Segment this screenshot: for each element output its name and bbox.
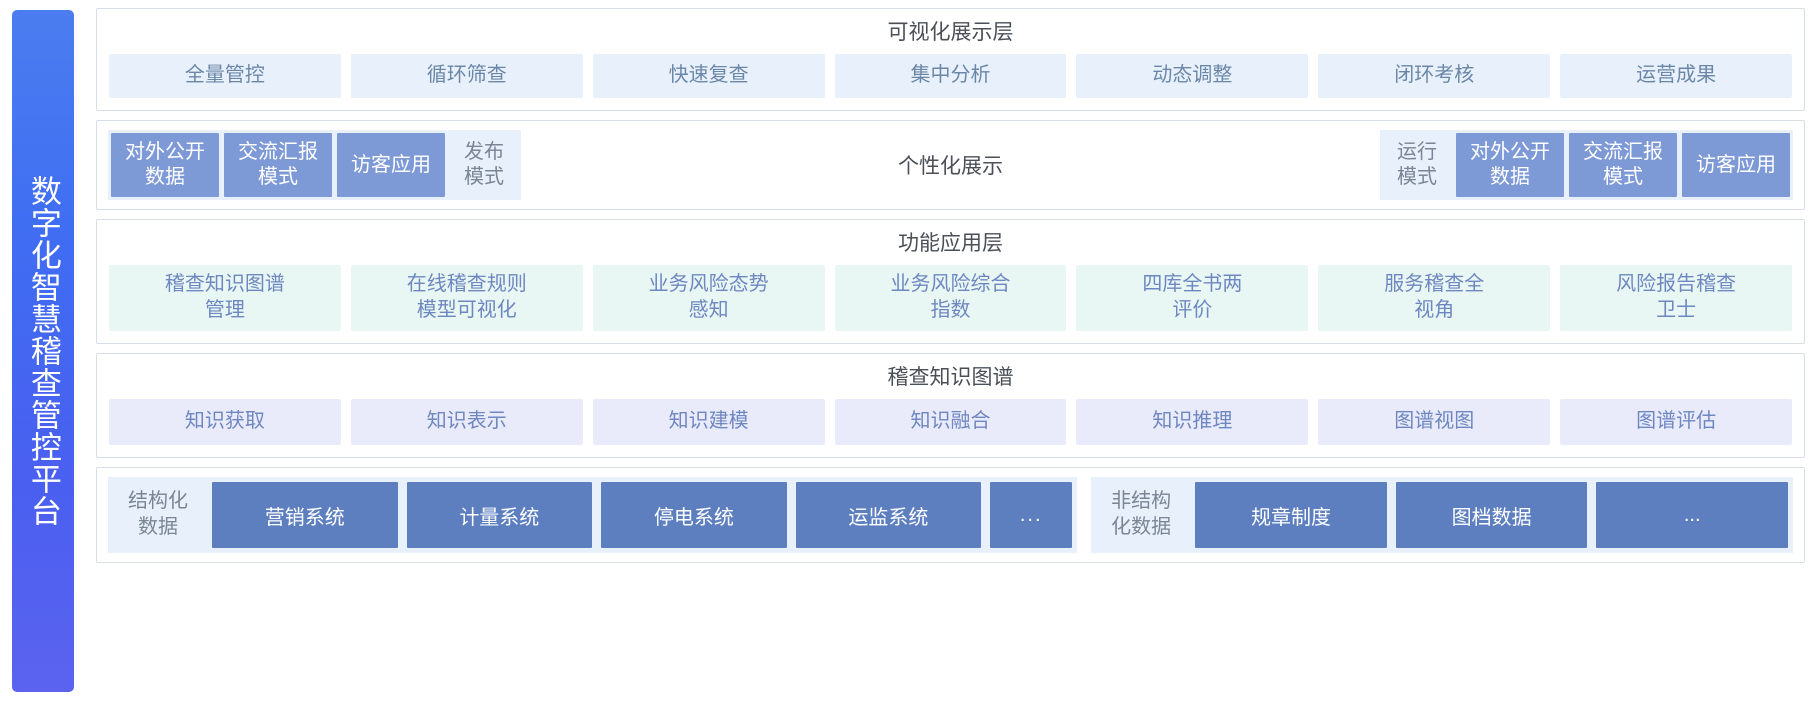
band-function-items: 稽查知识图谱管理 在线稽查规则模型可视化 业务风险态势感知 业务风险综合指数 四…	[97, 265, 1804, 343]
function-item[interactable]: 风险报告稽查卫士	[1560, 265, 1793, 331]
unstructured-data-label: 非结构化数据	[1111, 490, 1172, 538]
vis-item[interactable]: 集中分析	[834, 54, 1067, 98]
band-data-sources: 结构化数据 营销系统 计量系统 停电系统 运监系统 ... 非结构化数据 规章制…	[96, 467, 1805, 563]
function-item[interactable]: 四库全书两评价	[1076, 265, 1309, 331]
band-visualization-title: 可视化展示层	[887, 21, 1014, 44]
mode-chip[interactable]: 交流汇报模式	[1569, 133, 1677, 197]
structured-data-item[interactable]: 运监系统	[795, 482, 982, 548]
data-sources-row: 结构化数据 营销系统 计量系统 停电系统 运监系统 ... 非结构化数据 规章制…	[108, 477, 1793, 553]
vis-item[interactable]: 全量管控	[109, 54, 341, 98]
vis-item[interactable]: 快速复查	[592, 54, 825, 98]
vis-item[interactable]: 循环筛查	[350, 54, 583, 98]
unstructured-data-item[interactable]: 图档数据	[1395, 482, 1588, 548]
band-modes: 对外公开数据 交流汇报模式 访客应用 发布模式 个性化展示 运行模式 对外公开数…	[96, 120, 1805, 210]
kg-item[interactable]: 知识获取	[109, 399, 341, 445]
band-knowledge-graph-items: 知识获取 知识表示 知识建模 知识融合 知识推理 图谱视图 图谱评估	[97, 399, 1804, 457]
platform-title: 数字化智慧稽查管控平台	[25, 175, 61, 527]
mode-chip[interactable]: 运行模式	[1397, 141, 1437, 188]
mode-chip[interactable]: 交流汇报模式	[224, 133, 332, 197]
band-visualization-layer: 可视化展示层 全量管控 循环筛查 快速复查 集中分析 动态调整 闭环考核 运营成…	[96, 8, 1805, 111]
kg-item[interactable]: 知识表示	[350, 399, 583, 445]
vis-item[interactable]: 运营成果	[1560, 54, 1793, 98]
mode-chip[interactable]: 发布模式	[464, 141, 504, 188]
modes-group-right: 运行模式 对外公开数据 交流汇报模式 访客应用	[1380, 130, 1793, 200]
structured-data-group: 结构化数据 营销系统 计量系统 停电系统 运监系统 ...	[108, 477, 1078, 553]
band-visualization-items: 全量管控 循环筛查 快速复查 集中分析 动态调整 闭环考核 运营成果	[97, 54, 1804, 110]
layer-stack: 可视化展示层 全量管控 循环筛查 快速复查 集中分析 动态调整 闭环考核 运营成…	[96, 8, 1805, 700]
platform-sidebar: 数字化智慧稽查管控平台	[12, 10, 74, 692]
kg-item[interactable]: 知识融合	[834, 399, 1067, 445]
function-item[interactable]: 业务风险综合指数	[834, 265, 1067, 331]
modes-center-label: 个性化展示	[521, 130, 1380, 200]
mode-chip[interactable]: 对外公开数据	[1456, 133, 1564, 197]
band-function-layer: 功能应用层 稽查知识图谱管理 在线稽查规则模型可视化 业务风险态势感知 业务风险…	[96, 219, 1805, 344]
mode-chip[interactable]: 访客应用	[337, 133, 445, 197]
kg-item[interactable]: 图谱视图	[1318, 399, 1551, 445]
mode-chip[interactable]: 访客应用	[1682, 133, 1790, 197]
structured-data-item[interactable]: 计量系统	[406, 482, 593, 548]
modes-group-left: 对外公开数据 交流汇报模式 访客应用 发布模式	[108, 130, 521, 200]
function-item[interactable]: 稽查知识图谱管理	[109, 265, 341, 331]
structured-data-item[interactable]: 停电系统	[601, 482, 787, 548]
structured-data-item[interactable]: 营销系统	[212, 482, 398, 548]
band-knowledge-graph-title: 稽查知识图谱	[887, 366, 1014, 389]
band-knowledge-graph: 稽查知识图谱 知识获取 知识表示 知识建模 知识融合 知识推理 图谱视图 图谱评…	[96, 353, 1805, 458]
structured-data-more[interactable]: ...	[990, 482, 1073, 548]
function-item[interactable]: 在线稽查规则模型可视化	[350, 265, 583, 331]
unstructured-data-group: 非结构化数据 规章制度 图档数据 ...	[1091, 477, 1793, 553]
band-function-title: 功能应用层	[898, 232, 1003, 255]
vis-item[interactable]: 动态调整	[1076, 54, 1309, 98]
function-item[interactable]: 服务稽查全视角	[1318, 265, 1551, 331]
kg-item[interactable]: 知识建模	[592, 399, 825, 445]
kg-item[interactable]: 图谱评估	[1560, 399, 1793, 445]
unstructured-data-item[interactable]: 规章制度	[1195, 482, 1387, 548]
mode-chip[interactable]: 对外公开数据	[111, 133, 219, 197]
vis-item[interactable]: 闭环考核	[1318, 54, 1551, 98]
structured-data-label: 结构化数据	[128, 490, 188, 538]
function-item[interactable]: 业务风险态势感知	[592, 265, 825, 331]
kg-item[interactable]: 知识推理	[1076, 399, 1309, 445]
modes-row: 对外公开数据 交流汇报模式 访客应用 发布模式 个性化展示 运行模式 对外公开数…	[108, 130, 1793, 200]
unstructured-data-more[interactable]: ...	[1596, 482, 1788, 548]
